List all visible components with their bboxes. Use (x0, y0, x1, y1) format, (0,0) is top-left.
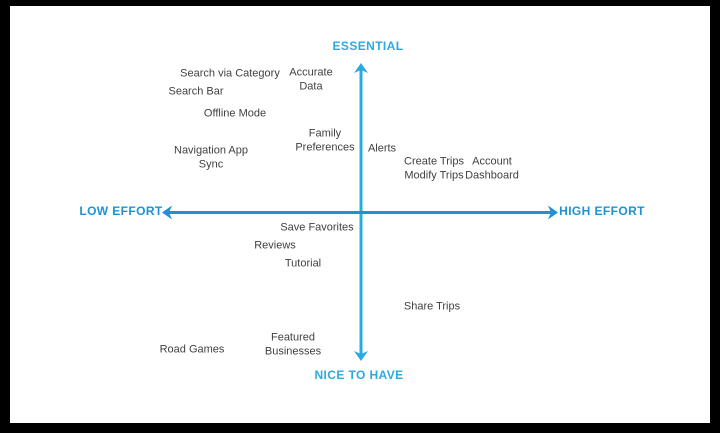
matrix-item: Accurate Data (289, 66, 333, 93)
matrix-item: Share Trips (403, 300, 461, 313)
matrix-item: Navigation App Sync (174, 144, 248, 171)
axis-label-high-effort: HIGH EFFORT (559, 204, 645, 218)
matrix-item: Reviews (254, 239, 296, 252)
matrix-item: Create Trips Modify Trips (404, 155, 464, 182)
matrix-item: Family Preferences (295, 127, 355, 154)
matrix-item: Alerts (367, 142, 397, 155)
matrix-item: Offline Mode (203, 107, 267, 120)
matrix-item: Featured Businesses (264, 331, 322, 358)
matrix-item: Search Bar (168, 85, 224, 98)
axis-label-nice-to-have: NICE TO HAVE (314, 368, 404, 382)
matrix-item: Search via Category (180, 67, 280, 80)
axis-label-essential: ESSENTIAL (332, 39, 404, 53)
matrix-item: Account Dashboard (465, 155, 519, 182)
matrix-item: Save Favorites (280, 221, 354, 234)
axis-label-low-effort: LOW EFFORT (79, 204, 163, 218)
matrix-item: Road Games (159, 343, 225, 356)
matrix-item: Tutorial (284, 257, 322, 270)
